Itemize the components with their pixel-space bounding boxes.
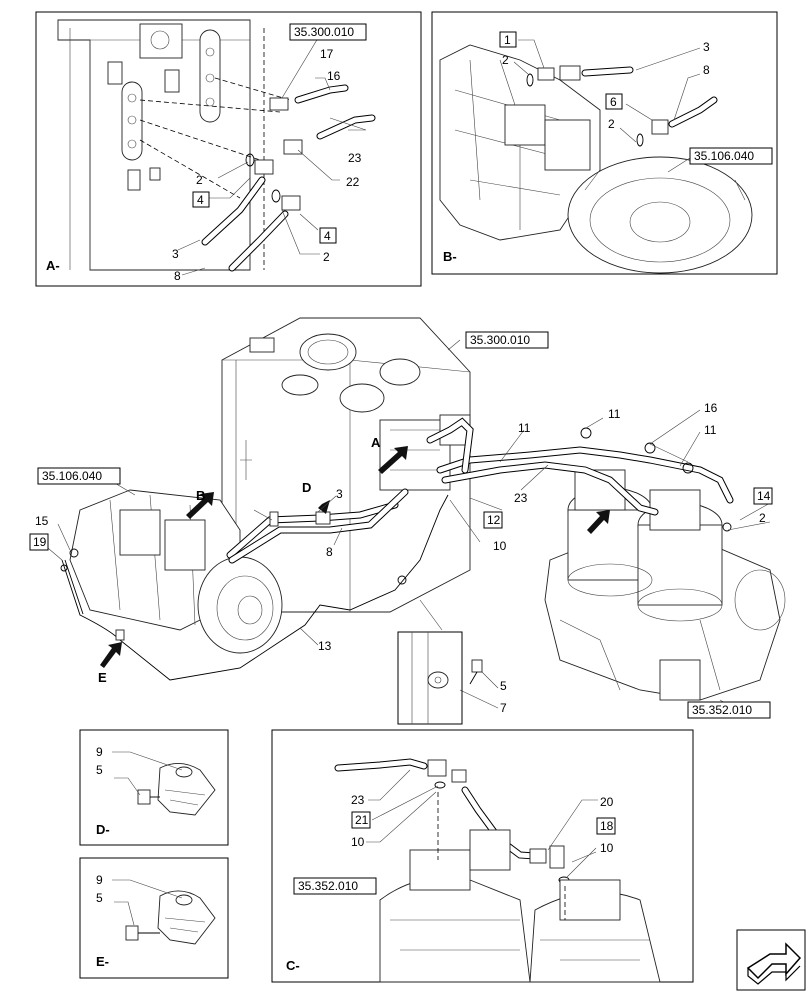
callout-17: 17 [320, 47, 334, 61]
main-assembly-view: A B D E 35.300.010 35.106.040 35.352.010… [29, 317, 786, 725]
detail-d-callout-5: 5 [96, 763, 103, 777]
detail-a-label: A- [46, 258, 60, 273]
detail-c-callout-23: 23 [351, 793, 365, 807]
callout-3: 3 [336, 487, 343, 501]
callout-2b: 2 [323, 250, 330, 264]
callout-11-a: 11 [608, 407, 621, 421]
detail-c-callout-10b: 10 [600, 841, 614, 855]
callout-11-b: 11 [704, 423, 717, 437]
detail-e-label: E- [96, 954, 109, 969]
detail-d-label: D- [96, 822, 110, 837]
callout-5: 5 [500, 679, 507, 693]
detail-a-ref[interactable]: 35.300.010 [294, 25, 354, 39]
detail-b-ref[interactable]: 35.106.040 [694, 149, 754, 163]
callout-2: 2 [196, 173, 203, 187]
next-page-arrow-icon[interactable] [736, 929, 806, 991]
view-arrow-e [100, 642, 122, 668]
callout-8: 8 [703, 63, 710, 77]
callout-8: 8 [174, 269, 181, 283]
detail-c-ref[interactable]: 35.352.010 [298, 879, 358, 893]
callout-2: 2 [502, 53, 509, 67]
callout-8: 8 [326, 545, 333, 559]
main-ref-motor[interactable]: 35.352.010 [692, 703, 752, 717]
detail-c-label: C- [286, 958, 300, 973]
detail-c-panel: 23 21 10 20 18 10 35.352.010 C- [271, 729, 694, 983]
callout-7: 7 [500, 701, 507, 715]
callout-12: 12 [487, 513, 501, 527]
callout-11-c: 11 [518, 421, 531, 435]
callout-4b: 4 [324, 229, 331, 243]
main-ref-tank[interactable]: 35.300.010 [470, 333, 530, 347]
callout-19: 19 [33, 535, 47, 549]
detail-a-panel: 35.300.010 17 16 23 22 2 4 3 8 4 2 A- [35, 11, 422, 287]
detail-c-callout-10: 10 [351, 835, 365, 849]
callout-23: 23 [348, 151, 362, 165]
main-ref-pump[interactable]: 35.106.040 [42, 469, 102, 483]
detail-e-panel: 9 5 E- [79, 857, 229, 979]
callout-14: 14 [757, 489, 771, 503]
callout-13: 13 [318, 639, 332, 653]
detail-b-panel: 1 2 3 8 6 2 35.106.040 B- [431, 11, 778, 275]
callout-10: 10 [493, 539, 507, 553]
callout-22: 22 [346, 175, 360, 189]
view-letter-b: B [196, 488, 205, 503]
callout-23: 23 [514, 491, 528, 505]
detail-d-callout-9: 9 [96, 745, 103, 759]
detail-e-callout-5: 5 [96, 891, 103, 905]
callout-1: 1 [504, 33, 511, 47]
view-letter-a: A [371, 435, 381, 450]
view-letter-d: D [302, 480, 311, 495]
detail-a-frame [35, 11, 422, 287]
detail-e-callout-9: 9 [96, 873, 103, 887]
callout-15: 15 [35, 514, 49, 528]
callout-16: 16 [704, 401, 718, 415]
callout-6: 6 [610, 95, 617, 109]
view-arrow-d [306, 492, 330, 514]
clamp-detail-inset [397, 631, 463, 725]
callout-3: 3 [172, 247, 179, 261]
detail-d-frame [79, 729, 229, 846]
view-arrow-a [378, 446, 408, 474]
detail-d-panel: 9 5 D- [79, 729, 229, 846]
detail-c-callout-21: 21 [355, 813, 369, 827]
detail-b-label: B- [443, 249, 457, 264]
callout-16: 16 [327, 69, 341, 83]
callout-2: 2 [759, 511, 766, 525]
detail-e-frame [79, 857, 229, 979]
view-arrow-c [587, 510, 610, 534]
detail-c-callout-18: 18 [600, 819, 614, 833]
callout-2b: 2 [608, 117, 615, 131]
callout-3: 3 [703, 40, 710, 54]
detail-c-callout-20: 20 [600, 795, 614, 809]
view-letter-e: E [98, 670, 107, 685]
view-arrow-b [186, 492, 214, 519]
detail-b-frame [431, 11, 778, 275]
callout-4: 4 [197, 193, 204, 207]
